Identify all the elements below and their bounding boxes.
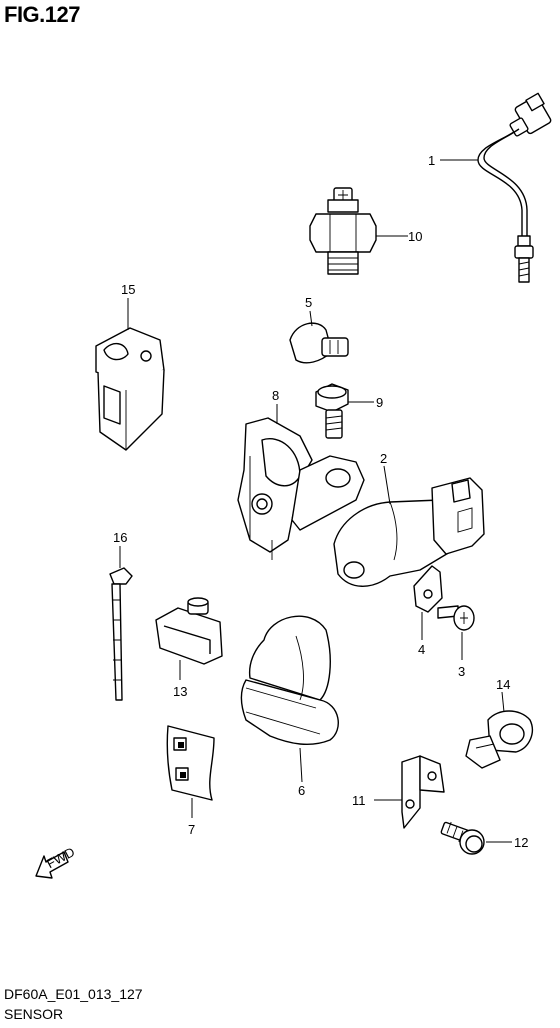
part-5-sensor-cap[interactable] — [289, 322, 349, 364]
callout-8: 8 — [272, 388, 279, 403]
callout-7: 7 — [188, 822, 195, 837]
callout-9: 9 — [376, 395, 383, 410]
part-12-bolt[interactable] — [440, 821, 485, 855]
part-14-clip[interactable] — [465, 710, 534, 769]
part-6-cover[interactable] — [240, 615, 339, 746]
part-11-angle-bracket[interactable] — [401, 755, 445, 829]
callout-13: 13 — [173, 684, 187, 699]
fwd-label: FWD — [44, 844, 77, 871]
part-3-screw[interactable] — [437, 605, 475, 631]
callout-3: 3 — [458, 664, 465, 679]
callout-4: 4 — [418, 642, 425, 657]
part-16-cable-tie[interactable] — [109, 567, 133, 701]
part-10-pressure-sensor[interactable] — [309, 187, 377, 275]
part-8-sensor-bracket[interactable] — [237, 417, 365, 560]
callout-15: 15 — [121, 282, 135, 297]
callout-5: 5 — [305, 295, 312, 310]
part-9-bolt[interactable] — [315, 383, 349, 439]
callout-16: 16 — [113, 530, 127, 545]
part-2-position-sensor[interactable] — [333, 477, 485, 587]
fwd-arrow-icon: FWD — [35, 844, 77, 879]
callout-2: 2 — [380, 451, 387, 466]
callout-12: 12 — [514, 835, 528, 850]
callout-11: 11 — [352, 793, 366, 808]
figure-title: FIG.127 — [4, 2, 80, 27]
part-13-clamp[interactable] — [155, 597, 223, 665]
callout-10: 10 — [408, 229, 422, 244]
part-1-sensor-harness[interactable] — [477, 92, 552, 283]
part-4-plate[interactable] — [413, 565, 443, 613]
callout-14: 14 — [496, 677, 510, 692]
figure-name: SENSOR — [4, 1006, 64, 1022]
callout-6: 6 — [298, 783, 305, 798]
callout-1: 1 — [428, 153, 435, 168]
figure-code: DF60A_E01_013_127 — [4, 986, 143, 1002]
part-15-bracket[interactable] — [95, 327, 165, 451]
part-7-plate[interactable] — [166, 725, 215, 801]
